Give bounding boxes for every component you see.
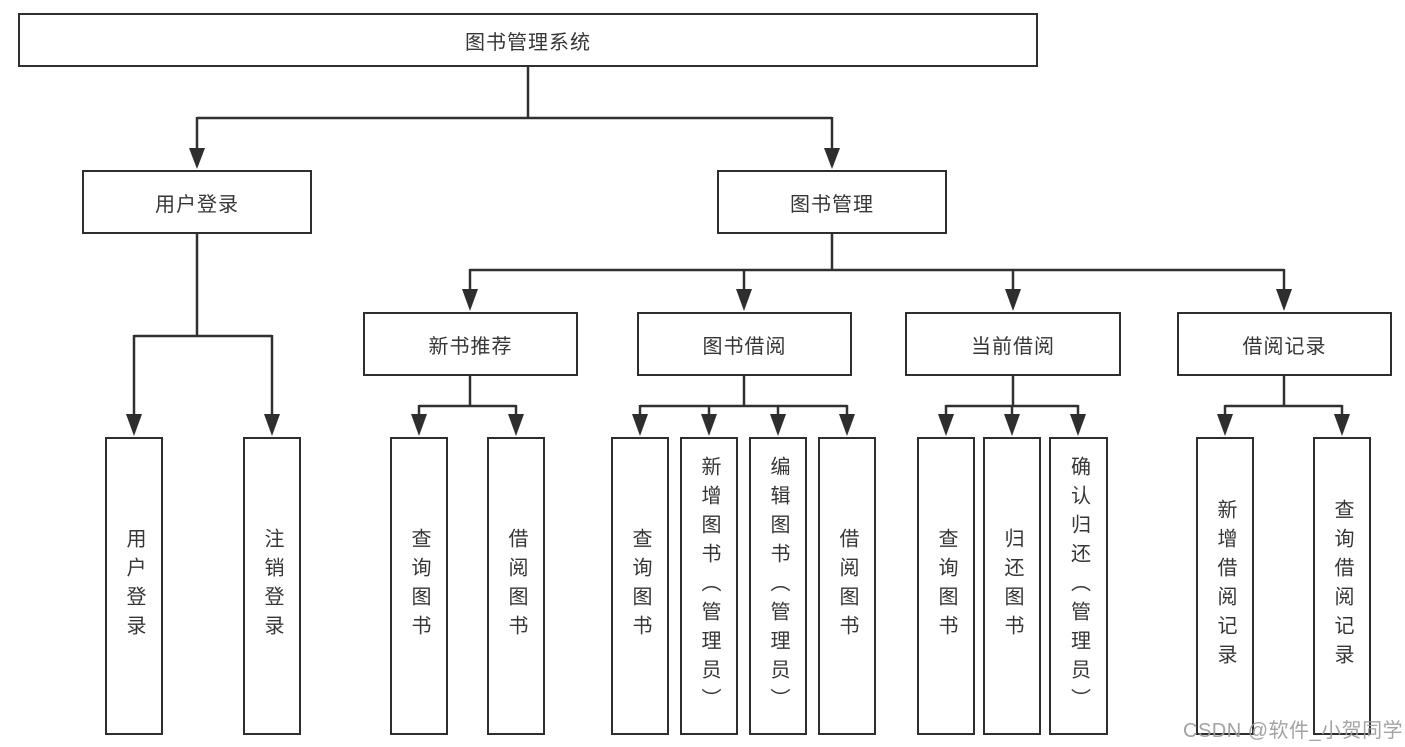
arrow-down-icon	[1004, 414, 1020, 436]
arrow-down-icon	[462, 289, 478, 311]
node-nbr-borrow-books: 借阅图书	[487, 437, 545, 735]
node-bb-add-books-admin: 新增图书（管理员）	[680, 437, 738, 735]
arrow-down-icon	[126, 414, 142, 436]
arrow-down-icon	[1276, 289, 1292, 311]
node-nbr-query-books: 查询图书	[390, 437, 448, 735]
node-cb-query-books: 查询图书	[917, 437, 975, 735]
node-book-management: 图书管理	[717, 170, 947, 234]
node-borrowing-records: 借阅记录	[1177, 312, 1392, 376]
node-cb-return-books: 归还图书	[983, 437, 1041, 735]
node-book-borrowing: 图书借阅	[637, 312, 852, 376]
node-user-login: 用户登录	[82, 170, 312, 234]
node-bb-query-books: 查询图书	[611, 437, 669, 735]
arrow-down-icon	[508, 414, 524, 436]
arrow-down-icon	[938, 414, 954, 436]
node-new-book-recommendation: 新书推荐	[363, 312, 578, 376]
node-br-query-record: 查询借阅记录	[1313, 437, 1371, 735]
arrow-down-icon	[1005, 289, 1021, 311]
node-user-login-leaf: 用户登录	[105, 437, 163, 735]
node-cb-confirm-return-admin: 确认归还（管理员）	[1049, 437, 1108, 735]
node-library-management-system: 图书管理系统	[18, 13, 1038, 67]
arrow-down-icon	[1217, 414, 1233, 436]
node-br-add-record: 新增借阅记录	[1196, 437, 1254, 735]
node-bb-edit-books-admin: 编辑图书（管理员）	[749, 437, 807, 735]
arrow-down-icon	[839, 414, 855, 436]
node-logout: 注销登录	[243, 437, 301, 735]
arrow-down-icon	[1334, 414, 1350, 436]
arrow-down-icon	[701, 414, 717, 436]
arrow-down-icon	[264, 414, 280, 436]
arrow-down-icon	[632, 414, 648, 436]
arrow-down-icon	[411, 414, 427, 436]
arrow-down-icon	[736, 289, 752, 311]
csdn-watermark: CSDN @软件_小贺同学	[1183, 720, 1404, 742]
arrow-down-icon	[824, 148, 840, 169]
arrow-down-icon	[770, 414, 786, 436]
arrow-down-icon	[1070, 414, 1086, 436]
node-current-borrowing: 当前借阅	[905, 312, 1121, 376]
arrow-down-icon	[189, 148, 205, 169]
node-bb-borrow-books: 借阅图书	[818, 437, 876, 735]
